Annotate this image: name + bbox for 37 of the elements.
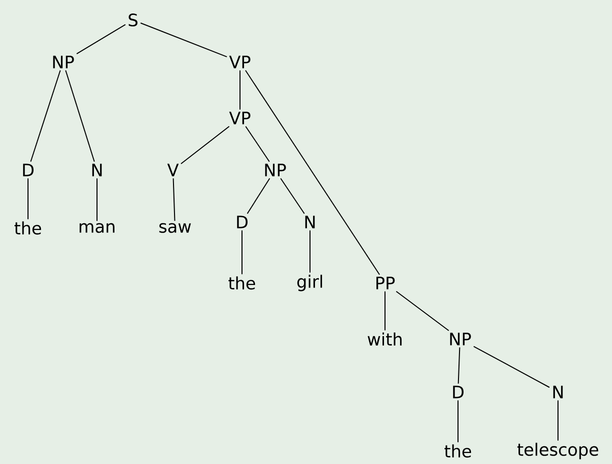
tree-branch [245,126,270,162]
tree-branch [65,70,95,162]
tree-label: S [128,14,138,26]
tree-branch [245,70,380,276]
tree-label: NP [53,56,74,68]
tree-label: D [23,164,34,176]
tree-label: man [80,223,114,233]
tree-branch [172,178,176,222]
tree-label: telescope [517,442,598,460]
tree-label: V [167,164,179,176]
tree-label: N [92,164,102,176]
tree-branch [140,22,228,58]
tree-branch [30,70,61,162]
tree-label: the [14,221,42,235]
tree-branch [180,126,230,164]
tree-label: saw [159,223,191,233]
tree-label: NP [450,332,471,346]
tree-branch [458,346,460,384]
tree-branch [280,178,305,214]
tree-label: VP [229,112,250,124]
tree-branch [96,178,98,222]
tree-label: N [305,216,315,228]
tree-label: the [228,276,256,290]
tree-label: the [444,444,472,458]
tree-branch [396,290,450,332]
tree-label: with [368,332,402,346]
tree-label: PP [376,276,395,290]
tree-branch [384,290,386,331]
tree-label: N [553,386,563,398]
tree-branch [473,346,550,388]
tree-label: D [453,386,464,398]
tree-branch [76,24,126,54]
tree-label: D [237,216,248,228]
tree-label: NP [265,164,286,176]
tree-branch [246,178,270,214]
tree-label: VP [229,56,250,68]
tree-label: girl [297,274,322,292]
